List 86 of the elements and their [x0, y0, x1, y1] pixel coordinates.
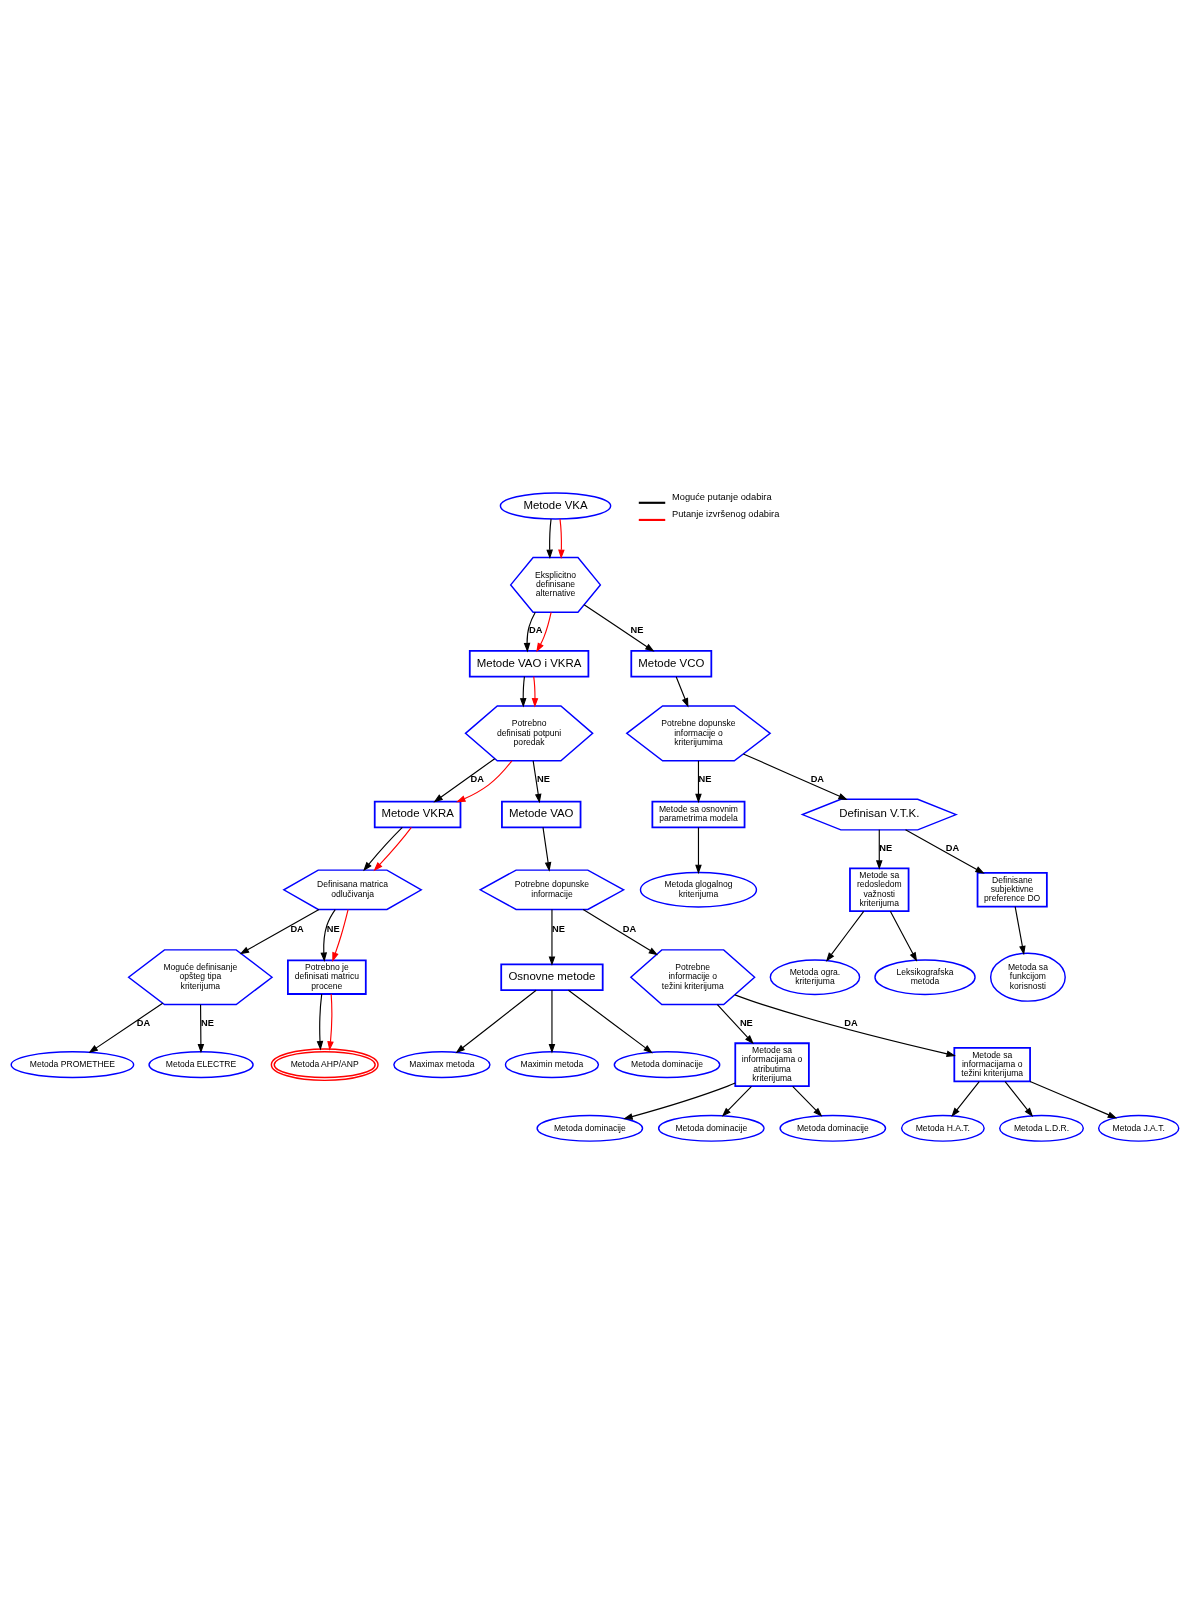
arrow: [875, 828, 883, 870]
edge-label: DA: [622, 923, 637, 934]
arrow: [332, 908, 349, 962]
edge-label: DA: [844, 1017, 858, 1028]
node-box: Metode VCO: [630, 649, 713, 678]
node-ellipse: Metoda H.A.T.: [900, 1114, 985, 1142]
arrow: [88, 1002, 164, 1053]
arrow: [695, 826, 702, 874]
arrow: [548, 989, 556, 1053]
edge-label: DA: [290, 923, 304, 934]
arrow: [239, 908, 320, 954]
node-box: Metode sa redosledom važnosti kriterijuma: [849, 866, 910, 912]
arrow: [825, 910, 865, 962]
node-box: Metode sa informacijama o atributima kriterijuma: [734, 1041, 810, 1087]
arrow: [542, 826, 552, 872]
node-box: Metode VAO i VKRA: [468, 649, 590, 678]
arrow: [716, 1003, 754, 1044]
arrow: [675, 675, 689, 707]
node-ellipse: Metoda J.A.T.: [1097, 1114, 1180, 1142]
arrow: [582, 908, 659, 955]
node-box: Potrebno je definisati matricu procene: [287, 959, 367, 995]
node-ellipse: Leksikografska metoda: [874, 958, 976, 995]
edge-label: NE: [698, 773, 712, 784]
node-box: Metode sa osnovnim parametrima modela: [651, 800, 746, 828]
edge-label: DA: [136, 1017, 151, 1028]
arrow: [519, 675, 527, 708]
node-ellipse: Metoda ELECTRE: [148, 1050, 254, 1078]
edge-label: DA: [945, 842, 960, 853]
arrow: [721, 1085, 753, 1117]
legend-label: Putanje izvršenog odabira: [672, 508, 780, 519]
node-box: Definisane subjektivne preference DO: [976, 871, 1048, 907]
arrow: [623, 1082, 736, 1120]
arrow: [742, 752, 848, 800]
legend-label: Moguće putanje odabira: [672, 491, 772, 502]
arrow: [734, 993, 956, 1057]
node-box: Metode VKRA: [373, 800, 462, 828]
arrow: [327, 993, 334, 1051]
arrow: [546, 518, 553, 559]
edge-label: DA: [810, 773, 825, 784]
arrow: [695, 759, 702, 803]
node-ellipse: Metoda dominacije: [779, 1114, 887, 1142]
arrow: [456, 759, 513, 802]
edge-label: NE: [201, 1017, 214, 1028]
arrow: [792, 1085, 823, 1117]
edge-label: DA: [529, 624, 543, 635]
arrow: [433, 757, 496, 802]
arrow: [531, 675, 539, 708]
arrow: [523, 611, 536, 652]
arrow: [1029, 1080, 1118, 1118]
edge-label: NE: [630, 624, 644, 635]
arrow: [889, 910, 918, 962]
arrow: [320, 908, 336, 962]
node-ellipse: Metoda ogra. kriterijuma: [769, 958, 861, 995]
node-ellipse: Metoda L.D.R.: [999, 1114, 1084, 1142]
node-box: Metode sa informacijama o težini kriterijuma: [953, 1046, 1031, 1082]
node-ellipse: Metode VKA: [499, 491, 612, 520]
node-ellipse: Metoda glogalnog kriterijuma: [639, 871, 758, 908]
edge-label: NE: [536, 773, 550, 784]
arrow: [558, 518, 565, 559]
edge-label: DA: [470, 773, 484, 784]
arrow: [373, 826, 412, 871]
edge-label: NE: [326, 923, 340, 934]
arrow: [567, 989, 653, 1053]
node-ellipse: Maximin metoda: [504, 1050, 600, 1078]
node-box: Osnovne metode: [500, 962, 604, 991]
arrow: [532, 759, 542, 803]
node-ellipse: Metoda sa funkcijom korisnosti: [989, 952, 1066, 1002]
arrow: [197, 1003, 205, 1053]
node-ellipse: Metoda PROMETHEE: [10, 1050, 135, 1078]
edge-label: NE: [879, 842, 893, 853]
node-ellipse: Metoda dominacije: [657, 1114, 765, 1142]
arrow: [316, 993, 324, 1050]
edge-label: NE: [551, 923, 565, 934]
node-ellipse: Maximax metoda: [393, 1050, 491, 1078]
arrow: [951, 1080, 980, 1117]
edge-label: NE: [739, 1017, 753, 1028]
arrow: [904, 828, 985, 874]
arrow: [583, 603, 655, 652]
node-ellipse: Metoda dominacije: [613, 1050, 721, 1078]
arrow: [455, 989, 537, 1053]
arrow: [548, 908, 556, 966]
node-box: Metode VAO: [501, 800, 582, 828]
arrow: [1004, 1080, 1034, 1117]
arrow: [363, 826, 403, 871]
arrow: [1014, 905, 1026, 955]
arrow: [536, 611, 552, 652]
